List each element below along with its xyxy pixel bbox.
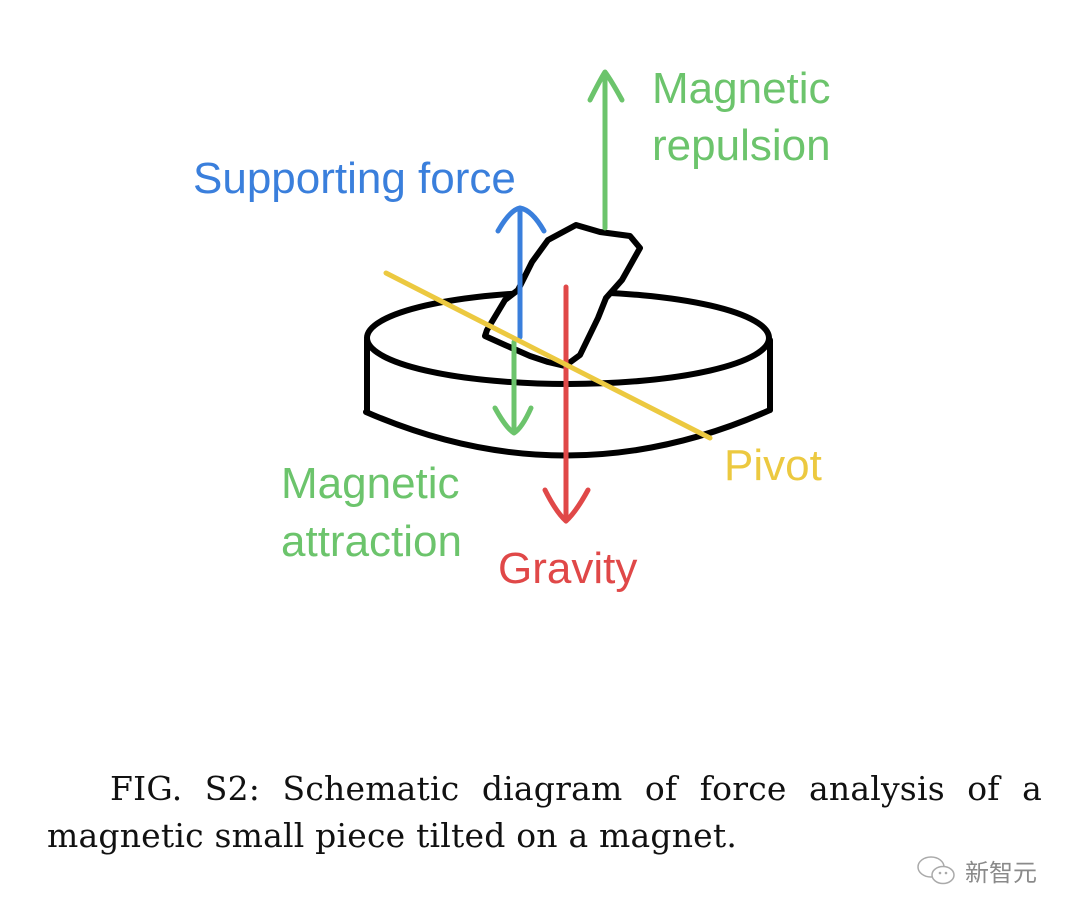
- pivot-label: Pivot: [724, 441, 822, 490]
- gravity-arrow: [542, 284, 591, 524]
- magnetic-repulsion-arrow: [587, 69, 625, 231]
- watermark-text: 新智元: [965, 859, 1037, 887]
- pivot-line: [383, 270, 713, 441]
- supporting-force-label: Supporting force: [193, 154, 516, 203]
- wechat-icon: [917, 855, 955, 884]
- watermark: 新智元: [915, 853, 1037, 888]
- magnetic-repulsion-label-line1: Magnetic: [652, 64, 831, 113]
- gravity-label: Gravity: [498, 544, 637, 593]
- supporting-force-arrow: [495, 205, 547, 340]
- magnetic-piece: [482, 222, 643, 369]
- figure-caption: FIG. S2: Schematic diagram of force anal…: [47, 769, 1042, 855]
- magnetic-repulsion-label-line2: repulsion: [652, 121, 831, 170]
- magnetic-attraction-label-line2: attraction: [281, 517, 462, 566]
- magnetic-attraction-label-line1: Magnetic: [281, 459, 460, 508]
- magnetic-attraction-arrow: [492, 339, 534, 436]
